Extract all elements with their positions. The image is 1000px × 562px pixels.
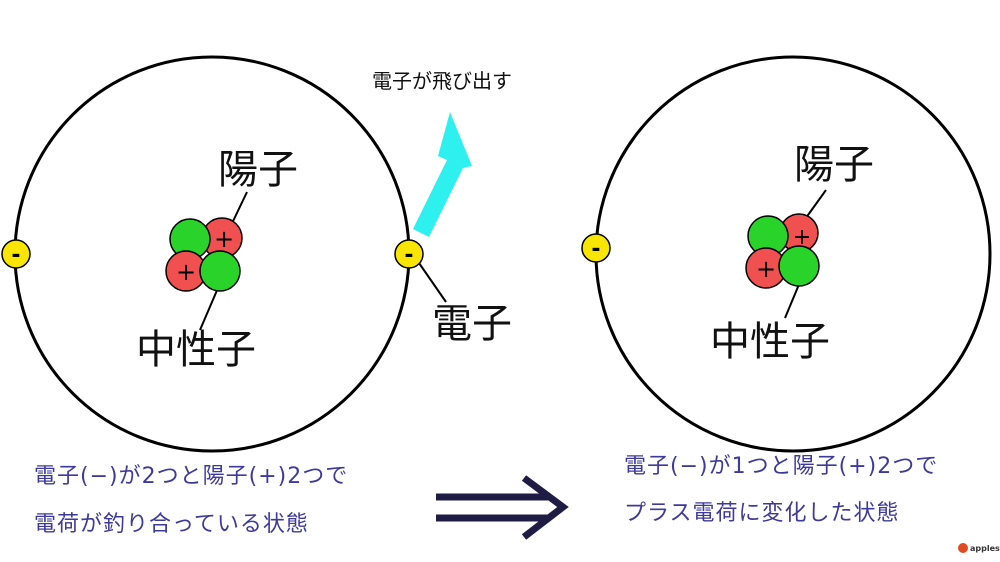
left-electron-2-sign: - (404, 243, 413, 268)
left-proton-2-sign: + (176, 258, 196, 286)
apple-icon (958, 543, 968, 553)
right-nucleus: + + (745, 189, 827, 319)
transition-arrow (436, 475, 569, 540)
left-electron-1: - (1, 239, 31, 269)
left-proton-label: 陽子 (218, 147, 298, 193)
right-proton-2-sign: + (756, 255, 776, 283)
right-proton-label: 陽子 (794, 142, 874, 188)
right-electron-1: - (581, 233, 611, 263)
right-electron-1-sign: - (591, 237, 600, 262)
electron-label: 電子 (432, 301, 512, 347)
left-nucleus: + + (165, 191, 248, 331)
electron-ejected-label: 電子が飛び出す (372, 69, 512, 93)
left-neutron-label: 中性子 (136, 327, 256, 373)
right-caption-line-1: 電子(−)が1つと陽子(+)2つで (624, 454, 939, 479)
left-neutron-pointer (199, 287, 219, 331)
right-neutron-label: 中性子 (710, 319, 830, 365)
applestar-logo: applestar (958, 543, 1000, 553)
left-electron-2: - (394, 239, 424, 269)
ejection-arrow (413, 112, 472, 237)
logo-text: applestar (970, 543, 1000, 553)
right-caption-line-2: プラス電荷に変化した状態 (624, 501, 900, 526)
right-proton-1-sign: + (793, 225, 811, 250)
left-neutron-2 (199, 250, 241, 292)
left-caption-line-1: 電子(−)が2つと陽子(+)2つで (34, 464, 349, 489)
left-proton-1-sign: + (214, 225, 234, 253)
left-electron-1-sign: - (11, 243, 20, 268)
left-caption-line-2: 電荷が釣り合っている状態 (34, 512, 309, 537)
right-neutron-2 (778, 245, 820, 287)
electron-pointer (418, 262, 447, 303)
right-neutron-pointer (784, 281, 801, 319)
